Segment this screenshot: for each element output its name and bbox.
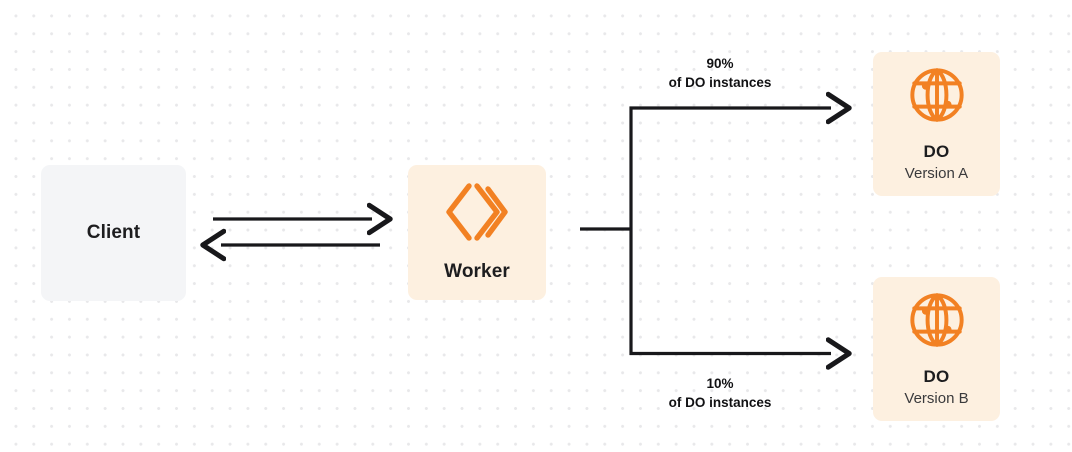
client-label: Client (86, 222, 141, 243)
edge-label-do-version-b: 10% of DO instances (600, 374, 840, 412)
edge-caption-90: of DO instances (668, 75, 772, 90)
do-version-b-subtitle: Version B (904, 390, 969, 407)
worker-label: Worker (444, 261, 510, 282)
globe-icon (908, 291, 966, 354)
cloudflare-workers-icon (444, 182, 510, 247)
node-do-version-b[interactable]: DO Version B (873, 277, 1000, 421)
node-do-version-a[interactable]: DO Version A (873, 52, 1000, 196)
globe-icon (908, 66, 966, 129)
node-worker[interactable]: Worker (408, 165, 546, 300)
edge-percent-10: 10% (706, 376, 734, 391)
edge-caption-10: of DO instances (668, 395, 772, 410)
node-client[interactable]: Client (41, 165, 186, 301)
do-version-a-subtitle: Version A (904, 165, 969, 182)
do-version-b-title: DO (923, 367, 950, 386)
edge-percent-90: 90% (706, 56, 734, 71)
edge-label-do-version-a: 90% of DO instances (600, 54, 840, 92)
do-version-a-title: DO (923, 142, 950, 161)
